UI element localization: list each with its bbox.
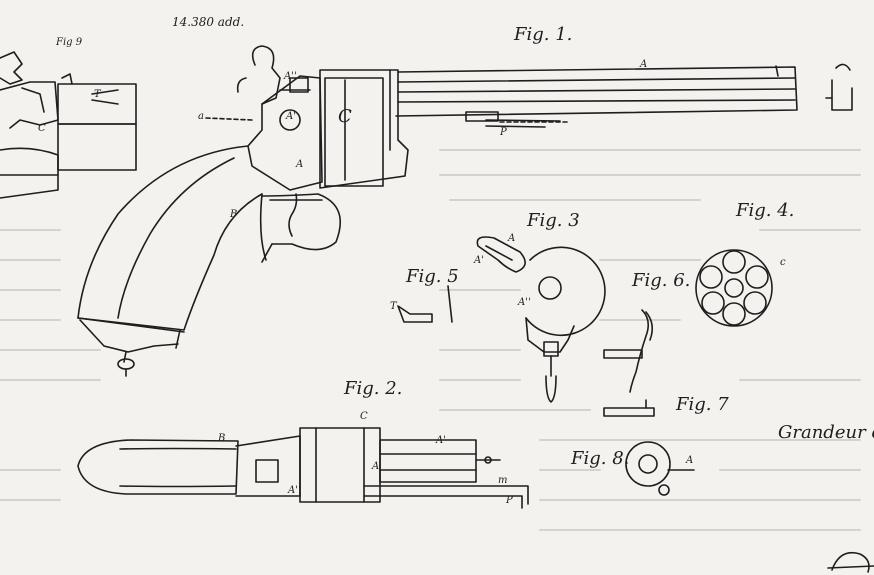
fig9-label: Fig 9: [56, 37, 83, 48]
part-label-fig1-a1: A': [286, 111, 296, 122]
part-label-fig2-a: A: [372, 461, 380, 472]
fig8-label: Fig. 8.: [571, 448, 630, 469]
fig6-label: Fig. 6.: [632, 270, 691, 291]
part-label-fig5-t: T: [390, 301, 397, 312]
part-label-fig3-a: A: [508, 233, 516, 244]
part-label-barrel: A: [640, 59, 648, 70]
caption-right: Grandeur et: [778, 422, 874, 443]
part-label-fig3-a2: A'': [518, 297, 531, 308]
fig4-label: Fig. 4.: [736, 200, 795, 221]
part-label-fig1-b: B: [230, 209, 238, 220]
fig1-label: Fig. 1.: [514, 24, 573, 45]
fig3-cylinder-stop: [476, 236, 606, 403]
part-label-fig1-a: A: [296, 159, 304, 170]
fig4-cylinder-face: [695, 249, 773, 327]
part-label-fig8-a: A: [686, 455, 694, 466]
signature-flourish: [827, 551, 874, 573]
fig3-label: Fig. 3: [527, 210, 580, 231]
part-label-fig2-a1: A': [436, 435, 446, 446]
inventory-annotation: 14.380 add.: [172, 15, 245, 29]
part-label-fig1-a-small: a: [198, 111, 204, 122]
part-label-fig2-c: C: [360, 411, 368, 422]
fig7-part: [603, 399, 655, 417]
fig7-label: Fig. 7: [676, 394, 729, 415]
part-label-fig1-p: P: [500, 127, 507, 138]
part-label-fig2-b: B: [218, 433, 226, 444]
fig2-revolver-top-view: [77, 427, 529, 509]
part-label-fig9-t: T: [94, 89, 101, 100]
fig5-label: Fig. 5: [406, 266, 459, 287]
fig8-part: [625, 441, 695, 496]
part-label-fig4-c: c: [780, 257, 786, 268]
part-label-fig2-p: P: [506, 495, 513, 506]
fig6-spring: [603, 309, 654, 393]
part-label-fig2-m: m: [498, 475, 508, 486]
part-label-fig1-a2: A'': [284, 71, 297, 82]
fig2-label: Fig. 2.: [344, 378, 403, 399]
fig5-part: [397, 285, 453, 323]
part-label-fig3-a1: A': [474, 255, 484, 266]
part-label-fig9-c: C: [38, 123, 46, 134]
part-label-fig2-a2: A'': [288, 485, 301, 496]
paper-show-through: [0, 149, 861, 531]
top-right-sketch: [825, 63, 853, 111]
part-label-fig1-c: C: [338, 106, 352, 127]
fig9-partial-drawing: [0, 51, 137, 199]
fig1-revolver-side-view: [77, 45, 798, 377]
